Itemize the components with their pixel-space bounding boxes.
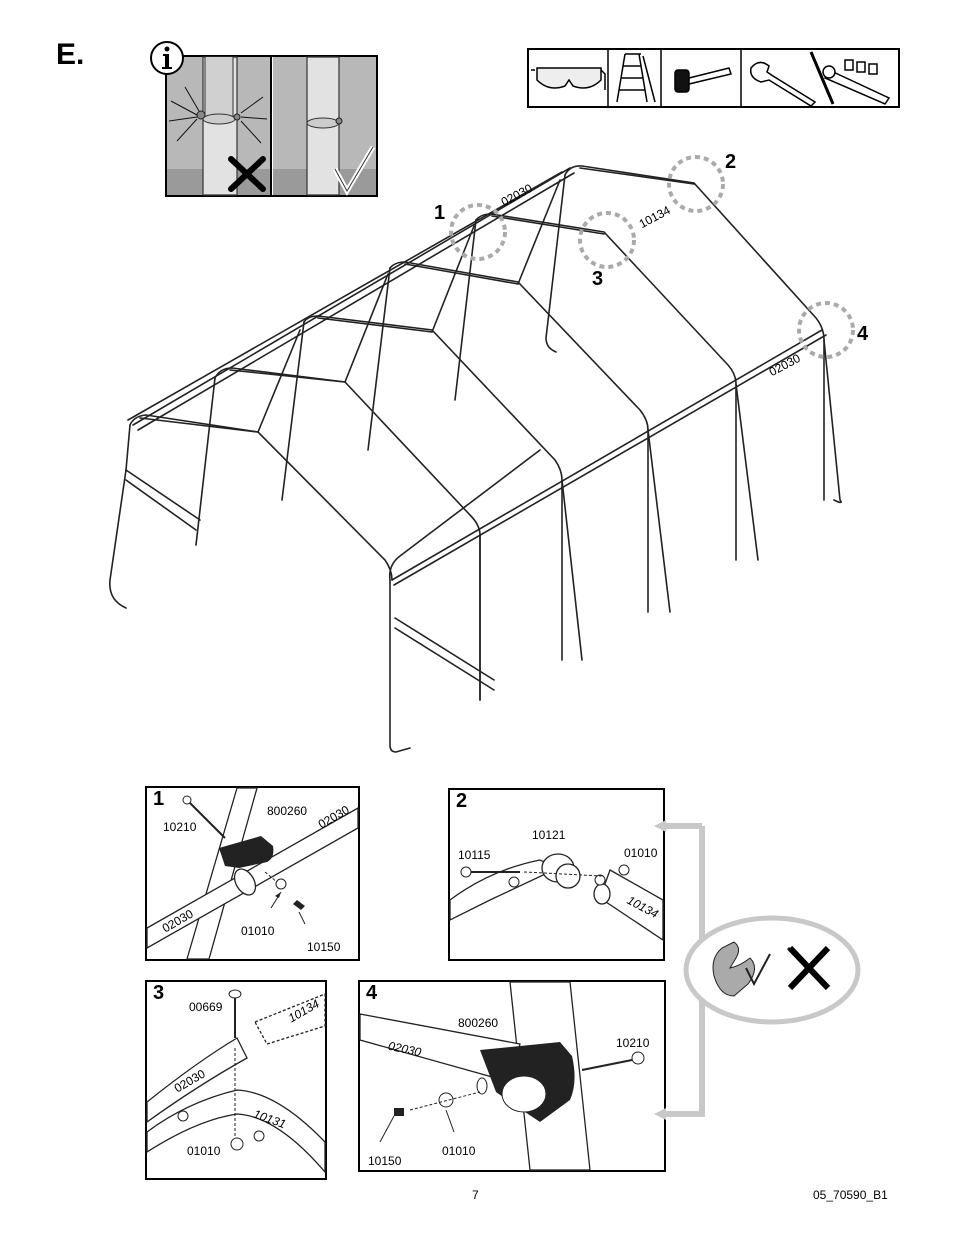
info-icon (150, 41, 184, 75)
part-10150: 10150 (368, 1154, 402, 1168)
part-01010: 01010 (241, 924, 275, 938)
part-01010: 01010 (442, 1144, 476, 1158)
panel-number: 4 (366, 982, 378, 1004)
step-ladder-icon (616, 53, 656, 103)
info-panel (165, 55, 378, 197)
incorrect-icon (228, 156, 266, 192)
part-00669: 00669 (189, 1000, 223, 1014)
callout-2: 2 (725, 151, 737, 173)
panel-number: 3 (153, 982, 165, 1004)
callout-4: 4 (857, 323, 869, 345)
frame-assembly-drawing (109, 155, 855, 753)
tools-box (527, 48, 900, 108)
callout-1: 1 (434, 202, 446, 224)
part-01010: 01010 (187, 1144, 221, 1158)
part-10150: 10150 (307, 940, 341, 954)
safety-glasses-icon (531, 67, 606, 90)
part-800260: 800260 (267, 804, 308, 818)
info-illustration (167, 56, 376, 197)
part-10115: 10115 (458, 848, 491, 862)
hand-icon (712, 941, 755, 997)
page-number: 7 (472, 1188, 479, 1202)
detail-panel-4: 4 800260 02030 10210 10150 01010 (358, 980, 666, 1172)
callout-3: 3 (592, 268, 604, 290)
detail-panel-2: 2 10115 10121 01010 10134 (448, 788, 665, 961)
adjustable-wrench-icon (749, 61, 817, 107)
wrench-crossed-icon (786, 945, 831, 991)
hand-tighten-note (654, 820, 861, 1120)
rubber-mallet-icon (674, 67, 732, 93)
detail-panel-3: 3 00669 10134 02030 10131 01010 (145, 980, 327, 1180)
part-800260: 800260 (458, 1016, 499, 1030)
panel-number: 2 (456, 790, 468, 812)
part-10121: 10121 (532, 828, 566, 842)
part-01010: 01010 (624, 846, 658, 860)
part-10210: 10210 (163, 820, 197, 834)
detail-panel-1: 1 10210 800260 02030 02030 01010 10150 (145, 786, 360, 961)
socket-wrench-icon (822, 59, 891, 105)
panel-number: 1 (153, 788, 165, 810)
part-10210: 10210 (616, 1036, 650, 1050)
step-letter: E. (56, 38, 85, 71)
document-id: 05_70590_B1 (813, 1188, 888, 1202)
